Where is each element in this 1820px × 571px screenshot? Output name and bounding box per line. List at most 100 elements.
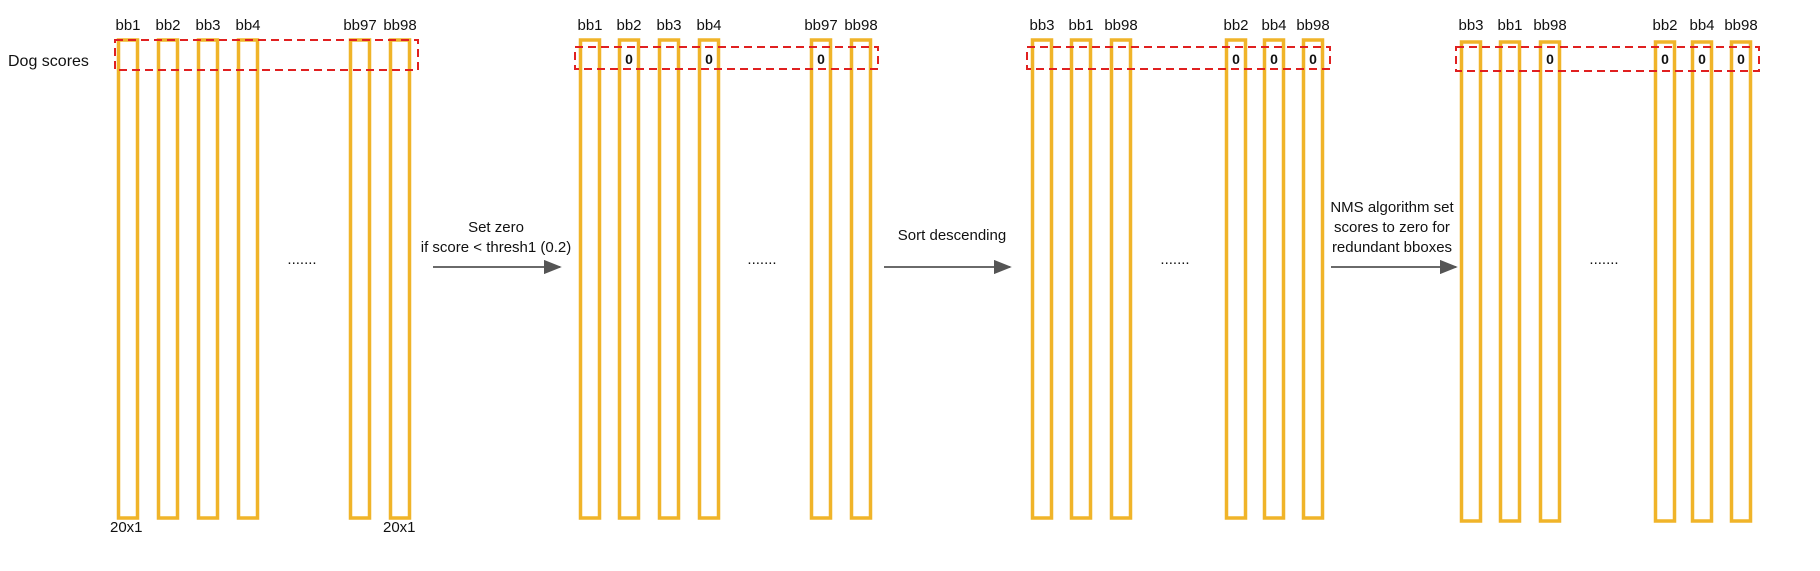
bbox-label: bb98 <box>383 17 416 34</box>
row-label: Dog scores <box>8 53 89 70</box>
bbox-column: bb1 <box>115 17 141 520</box>
transition-caption-line: NMS algorithm set <box>1330 199 1454 216</box>
ellipsis: ....... <box>1160 251 1189 268</box>
bbox-column: bb2 0 <box>1652 17 1678 523</box>
bbox-column: bb3 <box>1029 17 1055 520</box>
bbox-column: bb2 0 <box>1223 17 1249 520</box>
score-vector-box <box>849 38 873 520</box>
score-vector-box <box>1690 40 1714 523</box>
zero-score-value: 0 <box>1698 51 1706 67</box>
dog-score-row-highlight <box>1026 46 1331 70</box>
bbox-column: bb97 0 <box>804 17 838 520</box>
bbox-label: bb98 <box>1296 17 1329 34</box>
score-vector-box <box>156 38 180 520</box>
bbox-label: bb2 <box>1652 17 1677 34</box>
ellipsis: ....... <box>287 251 316 268</box>
transition-caption-line: redundant bboxes <box>1332 239 1452 256</box>
vector-dimension-label: 20x1 <box>110 519 143 536</box>
score-vector-box <box>809 38 833 520</box>
bbox-label: bb3 <box>1458 17 1483 34</box>
bbox-label: bb97 <box>343 17 376 34</box>
ellipsis: ....... <box>1589 251 1618 268</box>
bbox-column: bb4 0 <box>696 17 722 520</box>
transition-2: Sort descending <box>884 227 1012 275</box>
score-vector-box <box>617 38 641 520</box>
vector-dimension-label: 20x1 <box>383 519 416 536</box>
transition-caption-line: scores to zero for <box>1334 219 1450 236</box>
bbox-column: bb98 <box>383 17 417 520</box>
score-vector-box <box>236 38 260 520</box>
ellipsis: ....... <box>747 251 776 268</box>
bbox-label: bb2 <box>1223 17 1248 34</box>
bbox-column: bb4 0 <box>1261 17 1287 520</box>
stage-1: bb1 bb2 bb3 bb4 bb97 bb98....... 20x1 20x1 <box>110 17 419 536</box>
bbox-label: bb4 <box>235 17 260 34</box>
bbox-column: bb1 <box>1497 17 1523 523</box>
score-vector-box <box>1653 40 1677 523</box>
bbox-label: bb3 <box>195 17 220 34</box>
bbox-label: bb3 <box>656 17 681 34</box>
bbox-label: bb98 <box>1724 17 1757 34</box>
score-vector-box <box>1301 38 1325 520</box>
bbox-label: bb98 <box>844 17 877 34</box>
bbox-label: bb1 <box>577 17 602 34</box>
bbox-label: bb3 <box>1029 17 1054 34</box>
score-vector-box <box>1459 40 1483 523</box>
zero-score-value: 0 <box>1661 51 1669 67</box>
stage-2: bb1 bb2 0 bb3 bb4 0 bb97 0 bb98....... <box>574 17 879 520</box>
bbox-label: bb2 <box>616 17 641 34</box>
zero-score-value: 0 <box>625 51 633 67</box>
transition-3: NMS algorithm set scores to zero for redun… <box>1330 199 1458 275</box>
score-vector-box <box>348 38 372 520</box>
bbox-column: bb2 <box>155 17 181 520</box>
dog-score-row-highlight <box>574 46 879 70</box>
zero-score-value: 0 <box>1232 51 1240 67</box>
bbox-label: bb1 <box>1497 17 1522 34</box>
dog-score-row-highlight <box>1455 46 1760 72</box>
bbox-column: bb1 <box>577 17 603 520</box>
score-vector-box <box>1069 38 1093 520</box>
zero-score-value: 0 <box>817 51 825 67</box>
bbox-column: bb3 <box>1458 17 1484 523</box>
score-vector-box <box>196 38 220 520</box>
score-vector-box <box>1224 38 1248 520</box>
transition-caption-line: Set zero <box>468 219 524 236</box>
bbox-label: bb98 <box>1104 17 1137 34</box>
score-vector-box <box>388 38 412 520</box>
score-vector-box <box>578 38 602 520</box>
bbox-column: bb4 0 <box>1689 17 1715 523</box>
bbox-label: bb4 <box>1689 17 1714 34</box>
zero-score-value: 0 <box>1737 51 1745 67</box>
bbox-column: bb2 0 <box>616 17 642 520</box>
bbox-column: bb98 0 <box>1724 17 1758 523</box>
transition-caption-line: Sort descending <box>898 227 1006 244</box>
bbox-column: bb3 <box>656 17 682 520</box>
bbox-column: bb97 <box>343 17 377 520</box>
score-vector-box <box>1109 38 1133 520</box>
bbox-column: bb98 <box>844 17 878 520</box>
score-vector-box <box>1262 38 1286 520</box>
bbox-column: bb98 <box>1104 17 1138 520</box>
zero-score-value: 0 <box>1270 51 1278 67</box>
score-vector-box <box>1498 40 1522 523</box>
score-vector-box <box>697 38 721 520</box>
bbox-label: bb4 <box>1261 17 1286 34</box>
bbox-label: bb1 <box>1068 17 1093 34</box>
bbox-column: bb1 <box>1068 17 1094 520</box>
bbox-label: bb97 <box>804 17 837 34</box>
zero-score-value: 0 <box>705 51 713 67</box>
bbox-label: bb98 <box>1533 17 1566 34</box>
dog-score-row-highlight <box>114 39 419 71</box>
score-vector-box <box>1729 40 1753 523</box>
score-vector-box <box>1538 40 1562 523</box>
bbox-column: bb4 <box>235 17 261 520</box>
score-vector-box <box>1030 38 1054 520</box>
bbox-label: bb4 <box>696 17 721 34</box>
